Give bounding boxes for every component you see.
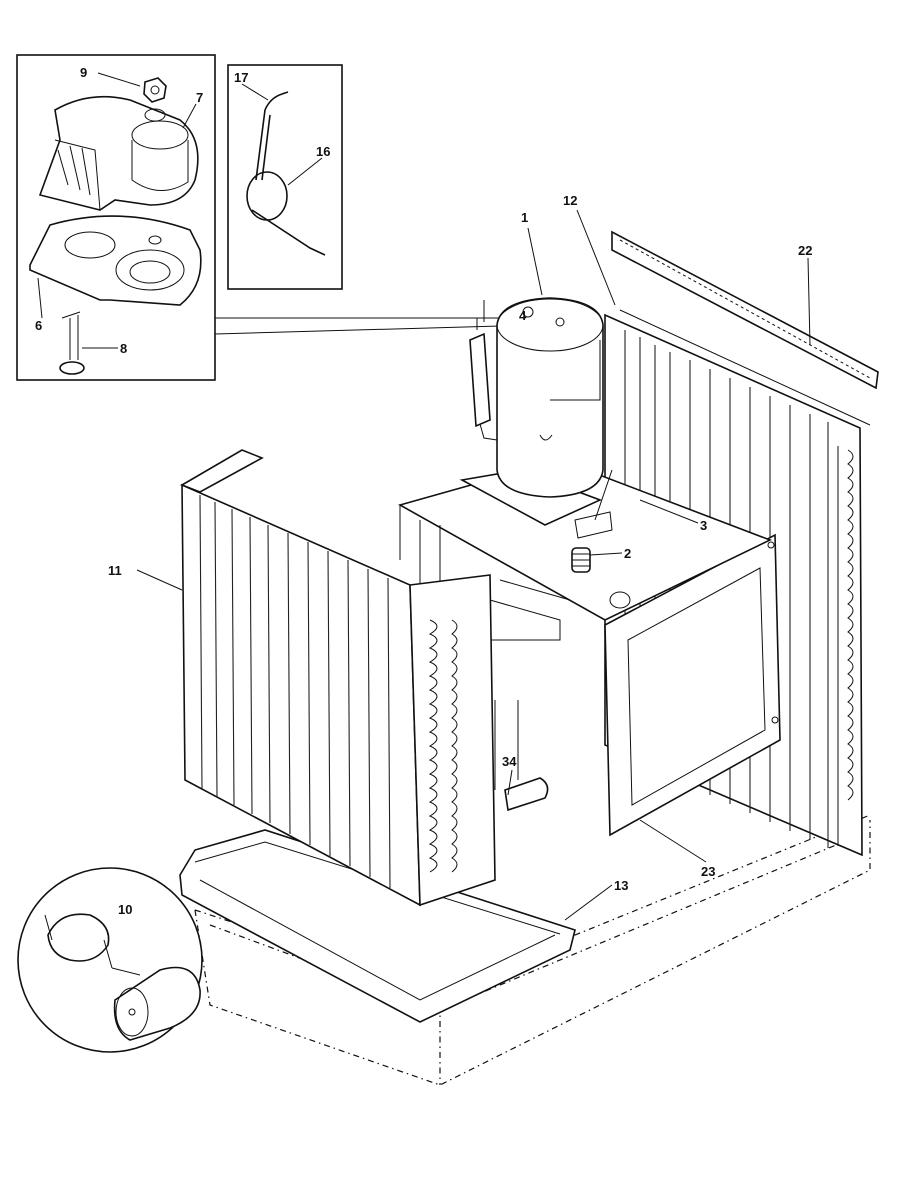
- callout-6: 6: [35, 318, 42, 333]
- drain-tube: [494, 700, 549, 812]
- evaporator-return-bends: [428, 619, 458, 873]
- callout-13: 13: [614, 878, 628, 893]
- shroud-part: [38, 95, 199, 211]
- grommet-part: [571, 547, 591, 573]
- callout-2: 2: [624, 546, 631, 561]
- wire: [594, 469, 613, 521]
- callout-17: 17: [234, 70, 248, 85]
- evaporator-coil: [180, 449, 496, 907]
- callout-23: 23: [701, 864, 715, 879]
- callout-8: 8: [120, 341, 127, 356]
- drain-tray: [179, 829, 576, 1023]
- top-brace: [611, 230, 879, 390]
- callout-4: 4: [519, 308, 527, 323]
- condenser-return-bends: [837, 446, 854, 846]
- compressor: [469, 297, 604, 498]
- motor-detail-circle: [17, 867, 203, 1053]
- callout-labels: 1 2 3 4 6 7 8 9 10 11 12 13 16 17 22 23 …: [35, 65, 812, 917]
- callout-7: 7: [196, 90, 203, 105]
- callout-22: 22: [798, 243, 812, 258]
- callout-12: 12: [563, 193, 577, 208]
- leader-lines: [136, 209, 811, 921]
- bracket-part: [59, 311, 85, 375]
- callout-1: 1: [521, 210, 528, 225]
- callout-16: 16: [316, 144, 330, 159]
- callout-3: 3: [700, 518, 707, 533]
- callout-34: 34: [502, 754, 517, 769]
- inset-shroud-detail: [16, 54, 216, 381]
- mounting-plate-part: [29, 215, 202, 306]
- callout-9: 9: [80, 65, 87, 80]
- callout-11: 11: [108, 563, 122, 578]
- inset-capillary-detail: [227, 64, 343, 290]
- evaporator-fins: [199, 494, 391, 889]
- callout-10: 10: [118, 902, 132, 917]
- nut-part: [143, 77, 167, 103]
